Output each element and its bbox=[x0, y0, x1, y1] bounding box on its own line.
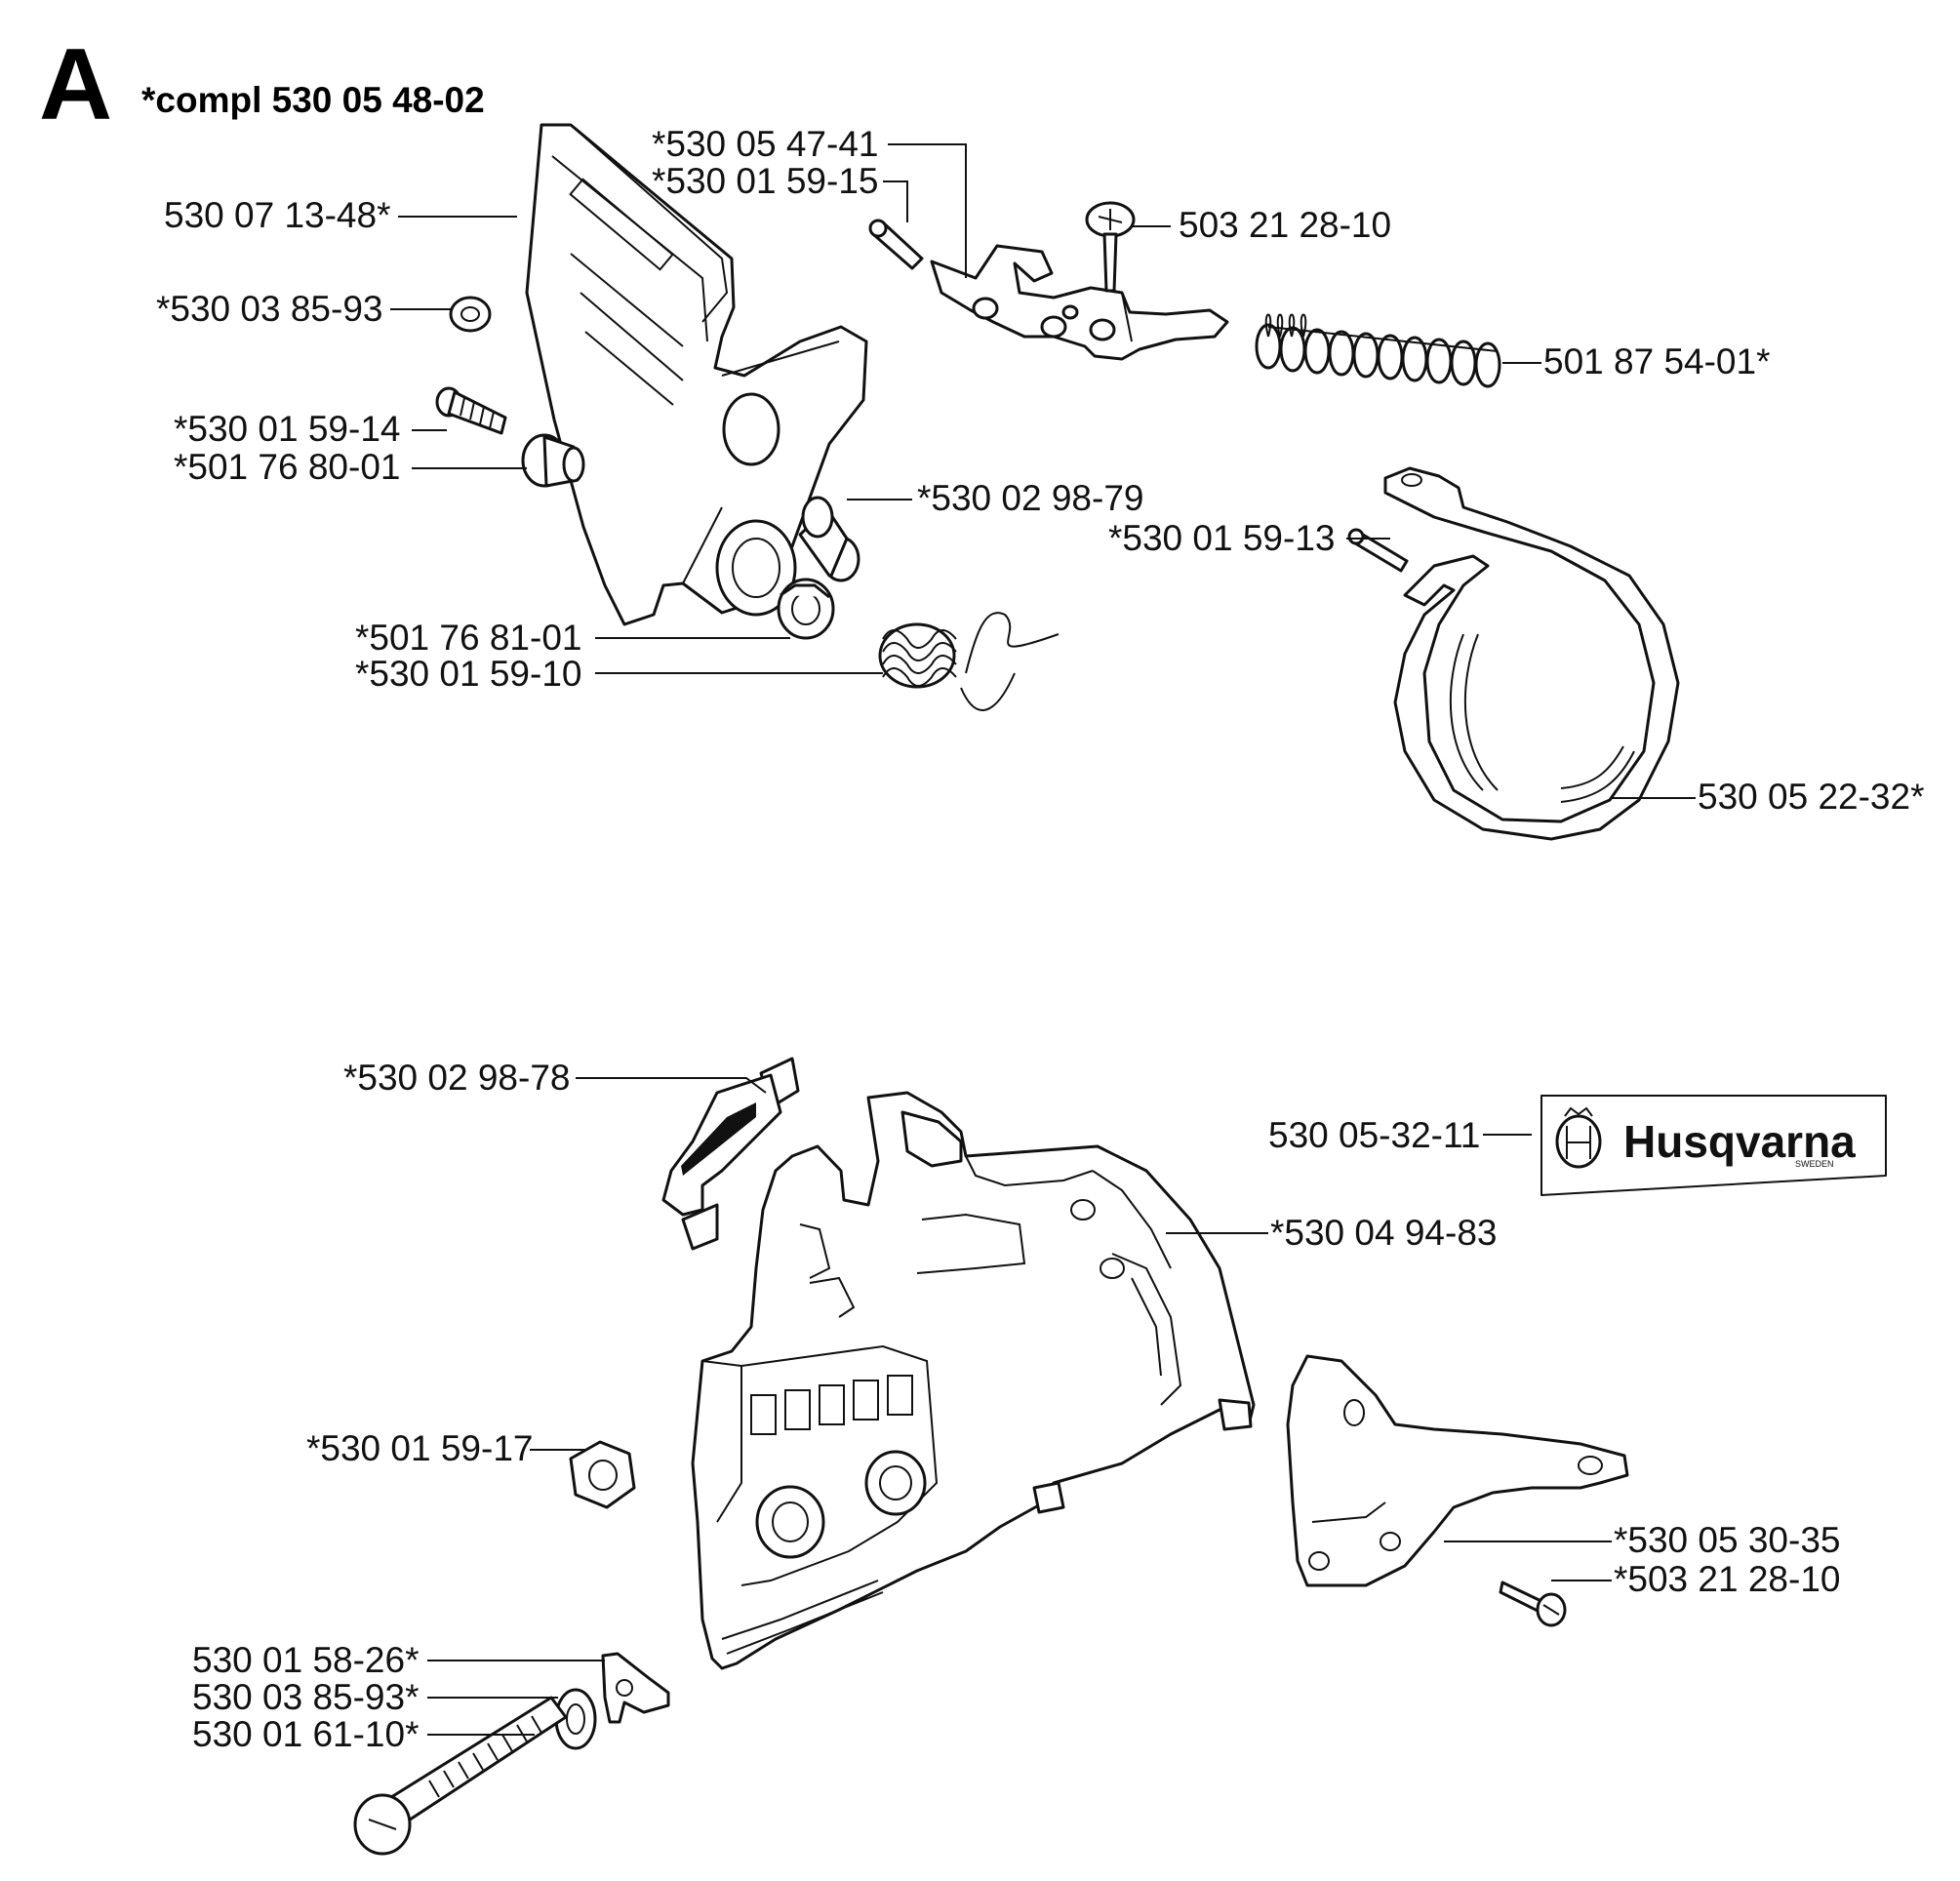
label-530029879: *530 02 98-79 bbox=[917, 478, 1143, 518]
torsion-spring bbox=[878, 612, 1060, 711]
pin-530015913 bbox=[1347, 528, 1409, 573]
leader-lines bbox=[390, 143, 1696, 1736]
husqvarna-crown-logo bbox=[1555, 1106, 1602, 1169]
label-503212810-top: 503 21 28-10 bbox=[1179, 205, 1391, 245]
adjusting-screw bbox=[353, 1696, 568, 1856]
chain-guide-clip bbox=[661, 1057, 800, 1251]
label-530049483: *530 04 94-83 bbox=[1270, 1213, 1497, 1253]
label-530015915: *530 01 59-15 bbox=[652, 161, 878, 201]
label-530038593-bottom: 530 03 85-93* bbox=[192, 1677, 419, 1717]
label-501768001: *501 76 80-01 bbox=[174, 447, 400, 487]
label-501875401: 501 87 54-01* bbox=[1543, 341, 1770, 381]
screw-530015914 bbox=[435, 386, 507, 435]
label-530015826: 530 01 58-26* bbox=[192, 1640, 419, 1680]
screw-503212810-top bbox=[1085, 201, 1136, 293]
brake-clip bbox=[601, 1652, 670, 1724]
cover-plate bbox=[1286, 1354, 1629, 1587]
label-530029878: *530 02 98-78 bbox=[343, 1058, 570, 1098]
label-530052232: 530 05 22-32* bbox=[1698, 777, 1924, 817]
label-530015917: *530 01 59-17 bbox=[306, 1428, 533, 1468]
pin-530029879 bbox=[798, 496, 860, 582]
compression-spring bbox=[1255, 313, 1501, 388]
label-530053211: 530 05-32-11 bbox=[1268, 1115, 1480, 1155]
label-530071348: 530 07 13-48* bbox=[164, 195, 390, 235]
label-503212810-bottom: *503 21 28-10 bbox=[1614, 1559, 1840, 1599]
brand-logo-subtext: SWEDEN bbox=[1795, 1159, 1834, 1169]
label-530038593-top: *530 03 85-93 bbox=[156, 289, 382, 329]
bushing-501768001 bbox=[521, 433, 585, 488]
label-530053035: *530 05 30-35 bbox=[1614, 1520, 1840, 1560]
washer-bottom bbox=[554, 1688, 597, 1750]
chain-brake-handle bbox=[525, 123, 868, 626]
section-letter: A bbox=[39, 28, 112, 141]
label-530016110: 530 01 61-10* bbox=[192, 1714, 419, 1754]
assembly-title: *compl 530 05 48-02 bbox=[141, 80, 485, 120]
label-530015910: *530 01 59-10 bbox=[355, 654, 581, 694]
brake-band bbox=[1383, 466, 1680, 841]
clutch-cover bbox=[691, 1091, 1256, 1670]
bushing-501768101 bbox=[777, 578, 835, 640]
screw-503212810-bottom bbox=[1499, 1581, 1567, 1627]
pin-530015915 bbox=[868, 219, 924, 270]
label-530054741: *530 05 47-41 bbox=[652, 124, 878, 164]
label-530015914: *530 01 59-14 bbox=[174, 409, 400, 449]
label-530015913: *530 01 59-13 bbox=[1108, 518, 1335, 558]
brake-lever bbox=[930, 244, 1229, 361]
nut-530015917 bbox=[569, 1440, 636, 1509]
circlip-top bbox=[449, 296, 492, 333]
husqvarna-decal: Husqvarna SWEDEN bbox=[1540, 1095, 1887, 1196]
brand-logo-text: Husqvarna bbox=[1623, 1116, 1856, 1167]
label-501768101: *501 76 81-01 bbox=[355, 618, 581, 658]
